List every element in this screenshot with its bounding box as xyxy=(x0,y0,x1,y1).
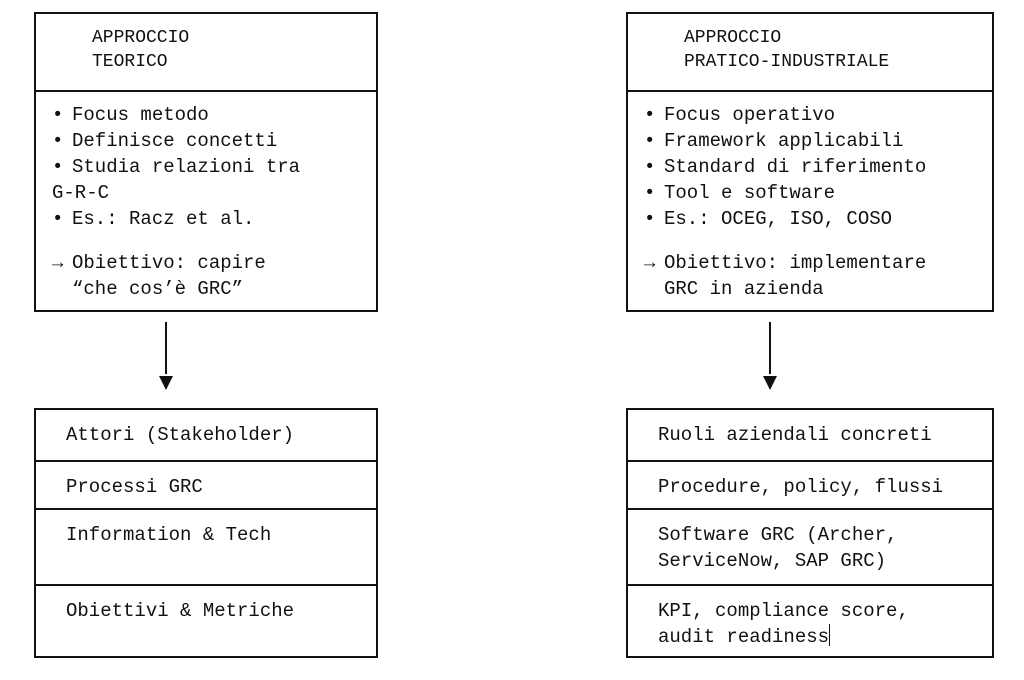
list-item: • Focus operativo xyxy=(644,102,992,128)
header-line: APPROCCIO xyxy=(92,28,190,48)
list-item: • Es.: OCEG, ISO, COSO xyxy=(644,206,992,232)
component-label: Attori (Stakeholder) xyxy=(66,424,295,446)
right-arrow-icon: → xyxy=(52,252,64,274)
objective-text: Obiettivo: capire xyxy=(72,252,266,274)
component-cell: Obiettivi & Metriche xyxy=(36,586,376,656)
bullet-icon: • xyxy=(644,208,656,230)
component-label: Software GRC (Archer, xyxy=(658,524,898,546)
component-label: Processi GRC xyxy=(66,476,203,498)
component-label-with-cursor: audit readiness xyxy=(658,624,992,650)
list-item-text: Es.: Racz et al. xyxy=(72,208,255,230)
bullet-icon: • xyxy=(644,130,656,152)
bullet-icon: • xyxy=(644,104,656,126)
list-item: • Standard di riferimento xyxy=(644,154,992,180)
list-item: • Studia relazioni tra xyxy=(52,154,376,180)
list-item-text: Studia relazioni tra xyxy=(72,156,301,178)
right-arrow-icon: → xyxy=(644,252,656,274)
component-cell: Procedure, policy, flussi xyxy=(628,462,992,510)
theoretical-approach-box: APPROCCIO TEORICO • Focus metodo • Defin… xyxy=(34,12,378,312)
list-item-text: Standard di riferimento xyxy=(664,156,927,178)
list-item-text: Focus operativo xyxy=(664,104,836,126)
header-line: TEORICO xyxy=(92,52,168,72)
component-label: audit readiness xyxy=(658,626,830,648)
practical-components-box: Ruoli aziendali concreti Procedure, poli… xyxy=(626,408,994,658)
list-item: • Es.: Racz et al. xyxy=(52,206,376,232)
objective-line: → Obiettivo: implementare xyxy=(644,250,992,276)
objective-text-continuation: “che cos’è GRC” xyxy=(72,278,244,300)
bullet-icon: • xyxy=(52,156,64,178)
bullet-icon: • xyxy=(52,208,64,230)
theoretical-approach-body: • Focus metodo • Definisce concetti • St… xyxy=(36,92,376,302)
component-label: Procedure, policy, flussi xyxy=(658,476,944,498)
component-label: KPI, compliance score, xyxy=(658,600,909,622)
component-label: Information & Tech xyxy=(66,524,272,546)
objective-line: → Obiettivo: capire xyxy=(52,250,376,276)
list-item: • Definisce concetti xyxy=(52,128,376,154)
bullet-icon: • xyxy=(52,130,64,152)
list-item: • Focus metodo xyxy=(52,102,376,128)
objective-text-continuation: GRC in azienda xyxy=(664,278,824,300)
objective-text: Obiettivo: implementare xyxy=(664,252,927,274)
list-item: • Tool e software xyxy=(644,180,992,206)
list-item-text: Framework applicabili xyxy=(664,130,904,152)
bullet-icon: • xyxy=(644,182,656,204)
header-line: APPROCCIO xyxy=(684,28,782,48)
bullet-icon: • xyxy=(52,104,64,126)
list-item-text: Es.: OCEG, ISO, COSO xyxy=(664,208,893,230)
list-item: • Framework applicabili xyxy=(644,128,992,154)
component-label: ServiceNow, SAP GRC) xyxy=(658,550,887,572)
practical-industrial-approach-header: APPROCCIO PRATICO-INDUSTRIALE xyxy=(628,14,992,92)
component-cell: Ruoli aziendali concreti xyxy=(628,410,992,462)
component-label: Ruoli aziendali concreti xyxy=(658,424,932,446)
bullet-icon: • xyxy=(644,156,656,178)
practical-industrial-approach-body: • Focus operativo • Framework applicabil… xyxy=(628,92,992,302)
component-cell: Information & Tech xyxy=(36,510,376,586)
text-cursor xyxy=(829,624,831,646)
header-line: PRATICO-INDUSTRIALE xyxy=(684,52,890,72)
component-label: Obiettivi & Metriche xyxy=(66,600,295,622)
component-cell: KPI, compliance score, audit readiness xyxy=(628,586,992,656)
theoretical-components-box: Attori (Stakeholder) Processi GRC Inform… xyxy=(34,408,378,658)
component-cell: Processi GRC xyxy=(36,462,376,510)
theoretical-approach-header: APPROCCIO TEORICO xyxy=(36,14,376,92)
down-arrow-icon xyxy=(763,322,777,390)
list-item-continuation: G-R-C xyxy=(52,182,110,204)
down-arrow-icon xyxy=(159,322,173,390)
practical-industrial-approach-box: APPROCCIO PRATICO-INDUSTRIALE • Focus op… xyxy=(626,12,994,312)
component-cell: Software GRC (Archer, ServiceNow, SAP GR… xyxy=(628,510,992,586)
list-item-text: Definisce concetti xyxy=(72,130,278,152)
component-cell: Attori (Stakeholder) xyxy=(36,410,376,462)
list-item-text: Tool e software xyxy=(664,182,836,204)
list-item-text: Focus metodo xyxy=(72,104,209,126)
